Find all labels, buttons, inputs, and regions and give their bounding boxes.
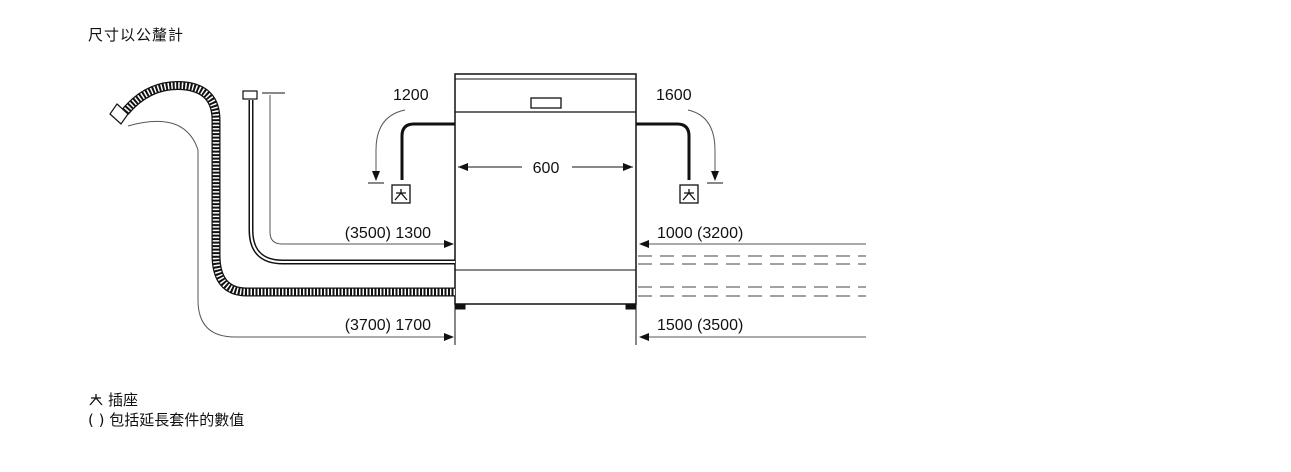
power-socket-icon (89, 394, 103, 406)
control-panel-display (530, 97, 562, 109)
left-cord-label: 1200 (393, 87, 429, 104)
width-label: 600 (533, 160, 560, 177)
drain-hose: (3700) 1700 (109, 81, 455, 341)
legend-socket-label: 插座 (108, 391, 139, 409)
drain-hose-end (109, 103, 129, 125)
legend-parens-label: ( ) 包括延長套件的數值 (88, 411, 245, 429)
dishwasher-body (454, 73, 637, 310)
right-hose-lines: 1000 (3200) 1500 (3500) (638, 225, 866, 341)
left-lower-label: (3700) 1700 (345, 317, 431, 334)
power-socket-icon (679, 184, 699, 204)
left-power-cord: 1200 (368, 87, 455, 204)
right-upper-label: 1000 (3200) (657, 225, 743, 242)
right-power-cord: 1600 (636, 87, 723, 204)
legend-parens: ( ) 包括延長套件的數值 (88, 411, 244, 430)
power-socket-icon (391, 184, 411, 204)
width-dimension: 600 (458, 160, 633, 177)
diagram-title: 尺寸以公釐計 (88, 26, 185, 44)
inlet-hose-connector (242, 90, 258, 100)
left-upper-label: (3500) 1300 (345, 225, 431, 242)
right-cord-label: 1600 (656, 87, 692, 104)
inlet-hose: (3500) 1300 (242, 90, 455, 265)
reference-lines (454, 304, 637, 345)
legend-socket: 插座 (88, 391, 138, 410)
right-lower-label: 1500 (3500) (657, 317, 743, 334)
